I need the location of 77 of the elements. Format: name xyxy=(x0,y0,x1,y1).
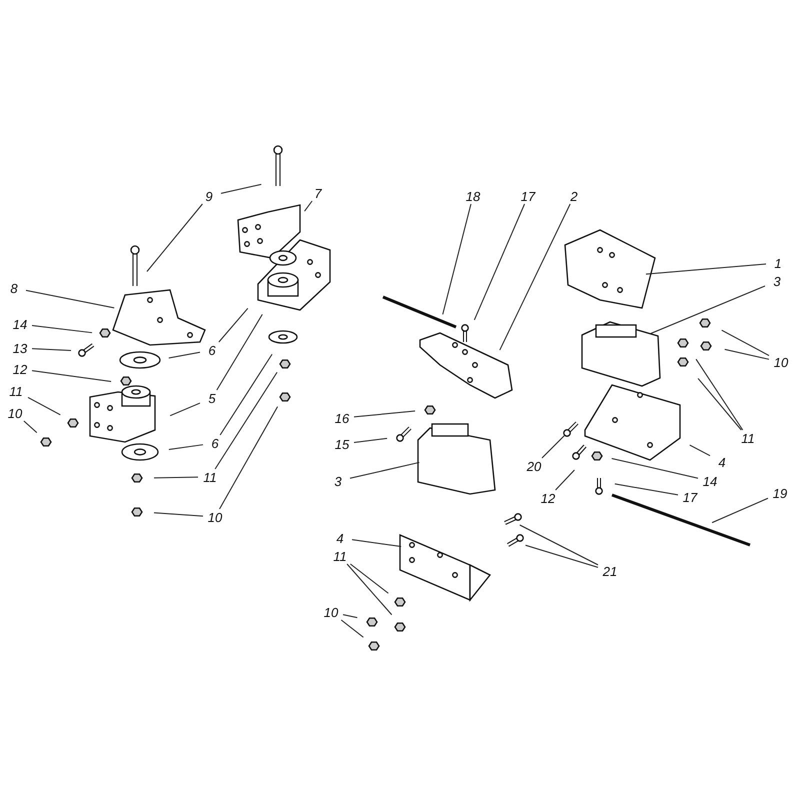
callout-number: 16 xyxy=(330,410,354,426)
callout-number: 14 xyxy=(698,473,722,489)
leader-line xyxy=(350,462,420,479)
callout-number: 17 xyxy=(516,188,540,204)
callout-number: 11 xyxy=(328,548,352,564)
leader-line xyxy=(611,458,698,479)
leader-line xyxy=(721,330,770,356)
leader-line xyxy=(525,544,598,568)
callout-number: 3 xyxy=(326,473,350,489)
leader-line xyxy=(519,524,598,566)
leader-line xyxy=(352,539,402,547)
leader-line xyxy=(474,204,526,320)
leader-line xyxy=(499,204,571,351)
callout-number: 2 xyxy=(562,188,586,204)
leader-line xyxy=(214,372,278,470)
leader-line xyxy=(555,470,575,490)
callout-number: 10 xyxy=(769,354,793,370)
leader-line xyxy=(696,358,744,430)
callout-number: 10 xyxy=(3,405,27,421)
leader-line xyxy=(340,620,364,638)
leader-line xyxy=(346,564,392,616)
callout-number: 11 xyxy=(198,469,222,485)
callout-number: 1 xyxy=(766,255,790,271)
leader-line xyxy=(614,483,678,496)
callout-number: 6 xyxy=(203,435,227,451)
leader-line xyxy=(645,264,766,275)
callout-number: 19 xyxy=(768,485,792,501)
leader-line xyxy=(32,324,93,334)
leader-line xyxy=(146,204,203,272)
leader-line xyxy=(26,290,115,308)
leader-line xyxy=(168,352,200,358)
callout-number: 8 xyxy=(2,280,26,296)
callout-number: 17 xyxy=(678,489,702,505)
callout-number: 13 xyxy=(8,340,32,356)
leader-line xyxy=(23,420,38,434)
callout-number: 10 xyxy=(203,509,227,525)
leader-line xyxy=(153,512,204,517)
leader-line xyxy=(712,498,768,524)
leader-line xyxy=(219,406,278,510)
callout-number: 4 xyxy=(328,530,352,546)
leader-line xyxy=(32,348,72,351)
callout-number: 12 xyxy=(8,361,32,377)
leader-line xyxy=(698,378,742,430)
callout-number: 15 xyxy=(330,436,354,452)
leader-line xyxy=(724,348,770,360)
leader-line xyxy=(154,476,198,478)
callout-number: 14 xyxy=(8,316,32,332)
callout-number: 10 xyxy=(319,604,343,620)
leader-line xyxy=(350,564,389,594)
callout-number: 12 xyxy=(536,490,560,506)
leader-line xyxy=(170,402,200,416)
callout-number: 11 xyxy=(4,383,28,399)
callout-number: 18 xyxy=(461,188,485,204)
callout-number: 6 xyxy=(200,342,224,358)
leader-line xyxy=(218,308,248,342)
callout-number: 11 xyxy=(736,430,760,446)
leader-line xyxy=(220,354,273,436)
leader-line xyxy=(689,444,710,456)
leader-line xyxy=(168,444,204,450)
callout-number: 3 xyxy=(765,273,789,289)
callout-number: 21 xyxy=(598,563,622,579)
leader-line xyxy=(442,204,472,315)
leader-line xyxy=(342,614,358,618)
leader-line xyxy=(354,438,388,443)
leader-line xyxy=(354,410,416,418)
leader-line xyxy=(216,314,263,390)
leader-line xyxy=(220,184,262,194)
callout-number: 20 xyxy=(522,458,546,474)
leader-line xyxy=(650,286,766,334)
leader-line xyxy=(542,435,565,458)
callout-number: 7 xyxy=(306,185,330,201)
callout-number: 5 xyxy=(200,390,224,406)
callout-number: 4 xyxy=(710,454,734,470)
leader-line xyxy=(304,200,313,212)
leader-line xyxy=(32,370,112,382)
leader-line xyxy=(28,396,61,416)
callout-number: 9 xyxy=(197,188,221,204)
